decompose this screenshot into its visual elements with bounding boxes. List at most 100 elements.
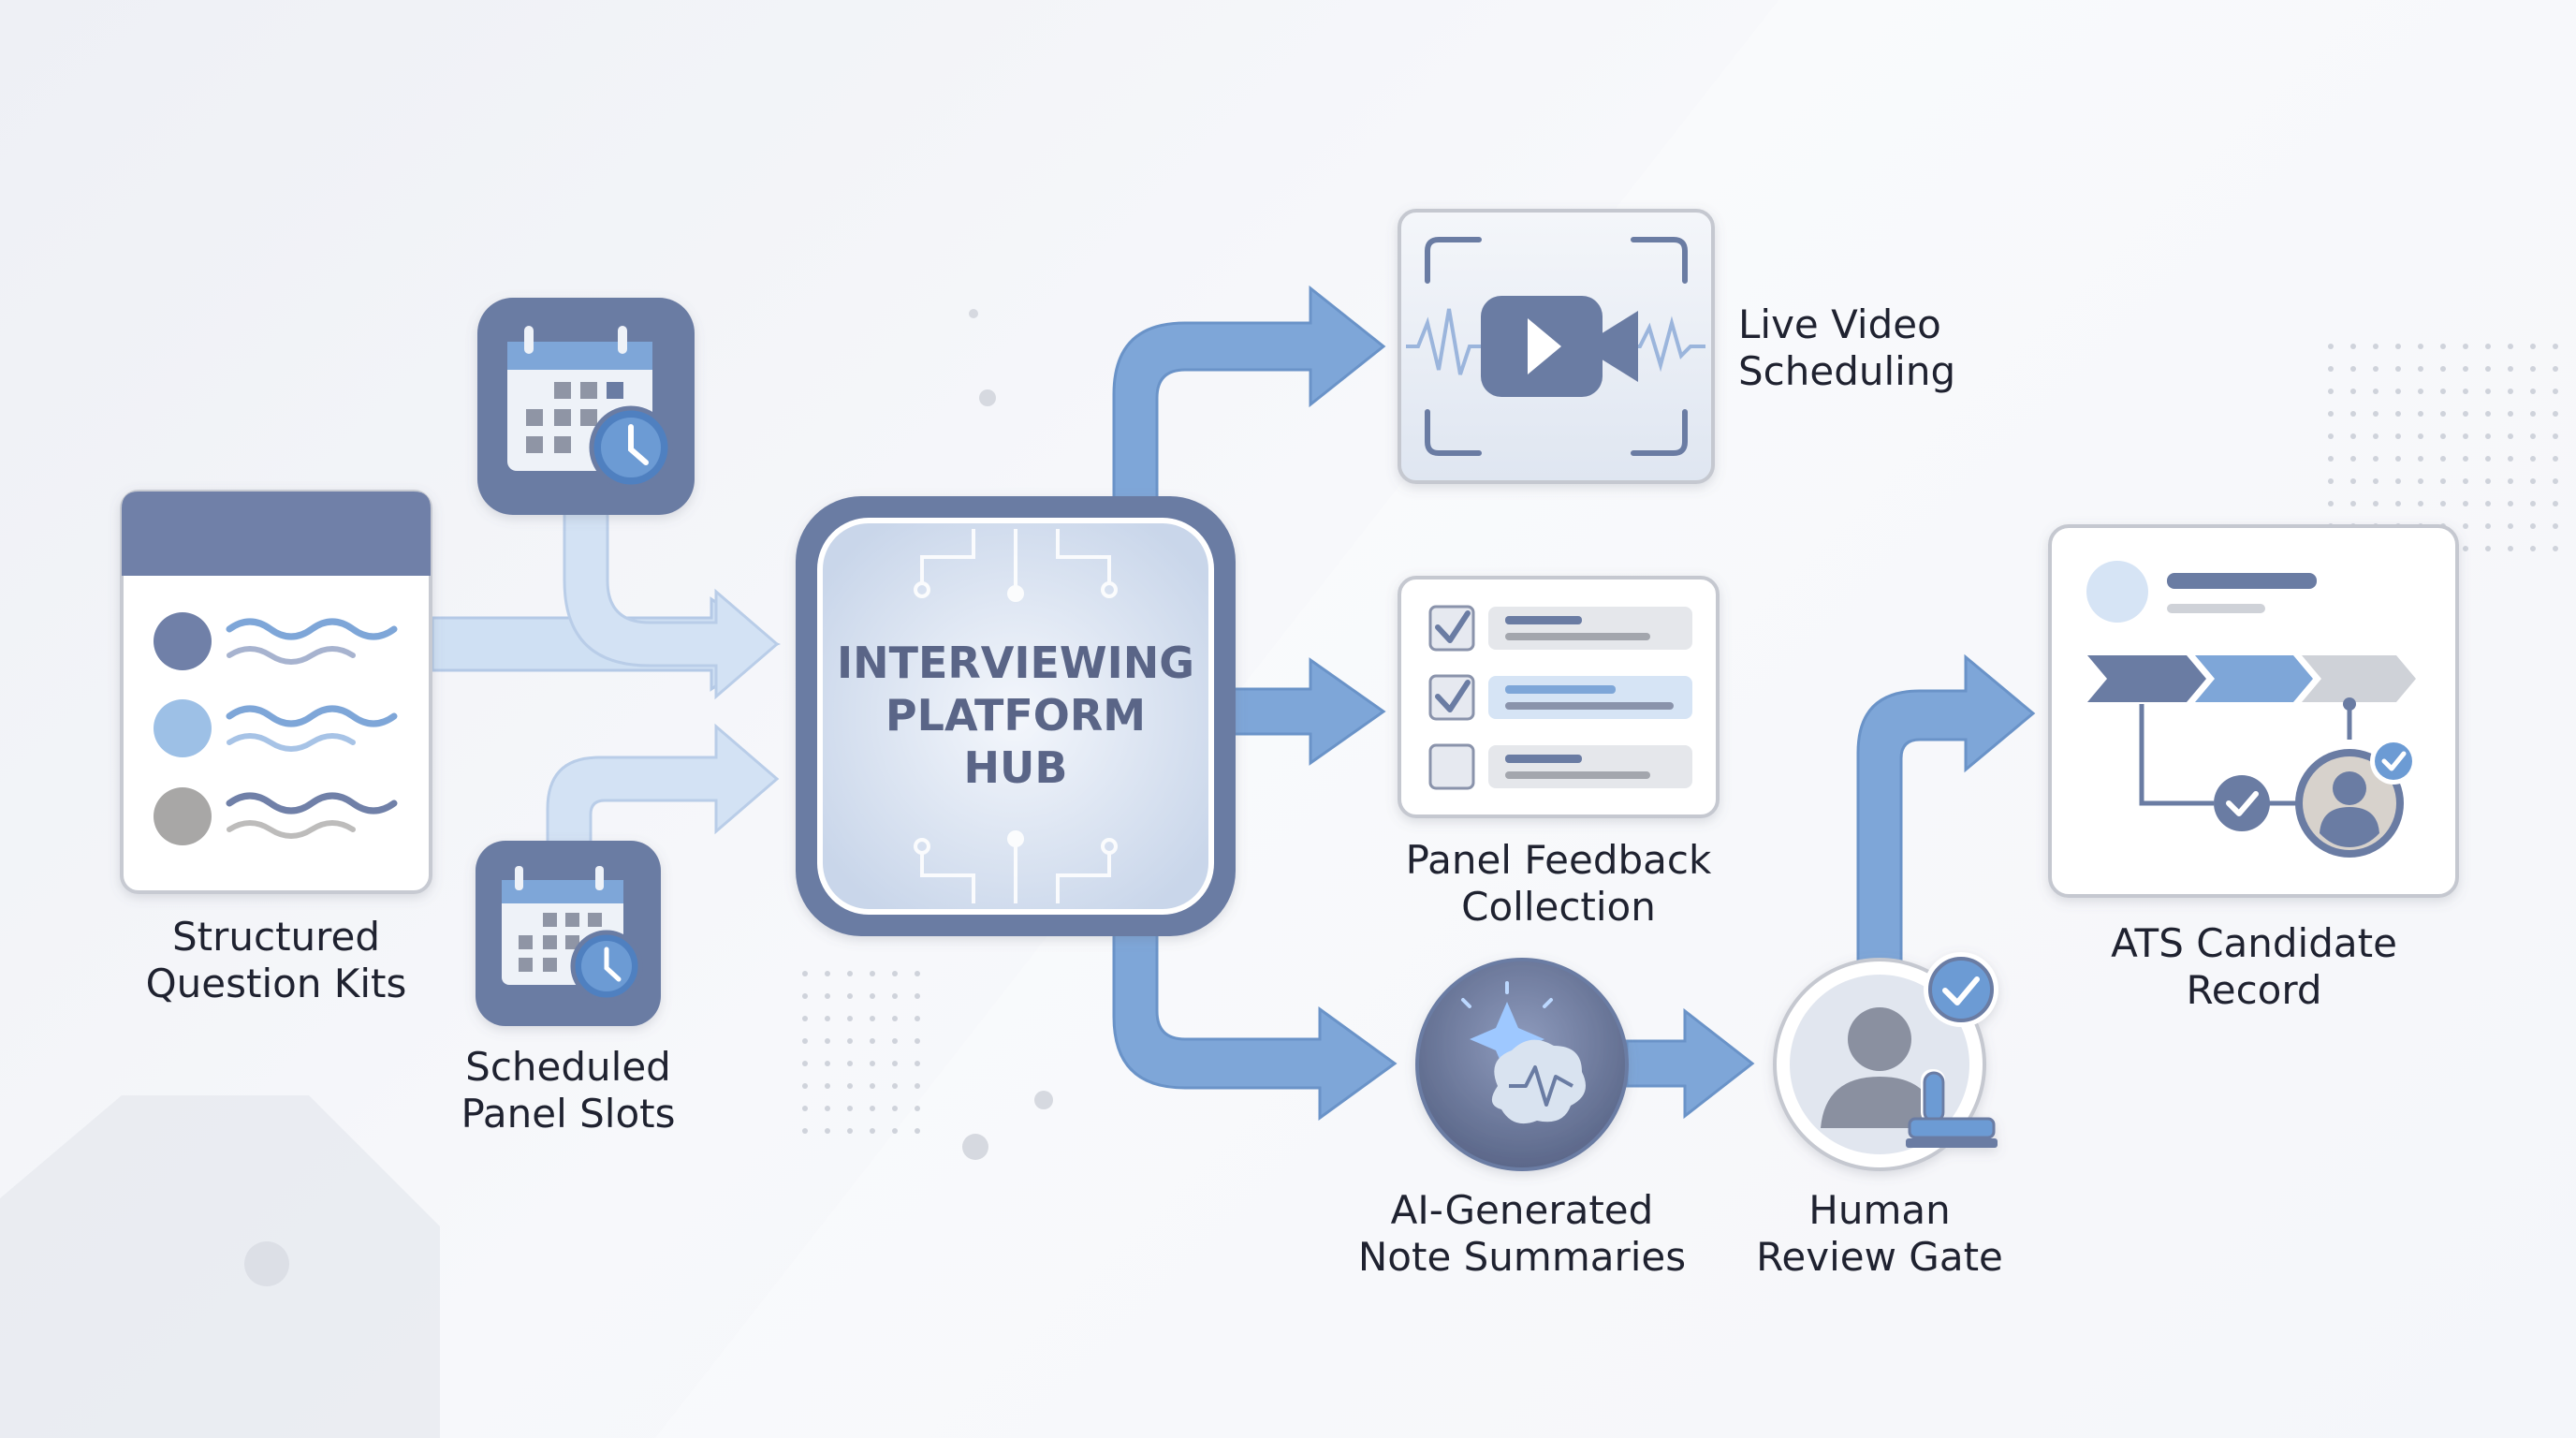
decor-dot [2395, 433, 2401, 439]
decor-dot [2553, 389, 2558, 394]
scheduled-panel-slots-label: Scheduled Panel Slots [428, 1044, 709, 1137]
decor-dot [915, 1128, 920, 1134]
label-line: Live Video [1738, 301, 1941, 347]
panel-feedback-collection-label: Panel Feedback Collection [1371, 837, 1746, 931]
decor-dot [870, 1038, 875, 1044]
decor-dot [2328, 389, 2334, 394]
decor-dot [2530, 411, 2536, 417]
reviewer-stamp-icon [1773, 952, 1998, 1171]
decor-dot [892, 993, 898, 999]
arrow-ai-to-review [1625, 1007, 1755, 1120]
decor-dot [2395, 456, 2401, 462]
decor-dot [915, 1016, 920, 1021]
decor-dot [2463, 501, 2468, 506]
decor-dot [870, 1061, 875, 1066]
label-line: Panel Feedback [1405, 837, 1712, 883]
decor-dot [825, 1038, 830, 1044]
decor-dot [870, 1106, 875, 1111]
label-line: Question Kits [145, 961, 407, 1006]
decor-dot [2530, 456, 2536, 462]
decor-dot [825, 971, 830, 976]
decor-dot [2553, 501, 2558, 506]
decor-dot [2485, 456, 2491, 462]
decor-dot [802, 993, 808, 999]
decor-dot [2463, 411, 2468, 417]
decor-dot [2530, 389, 2536, 394]
decor-dot [2553, 366, 2558, 372]
decor-dot [847, 971, 853, 976]
decor-dot [2508, 389, 2513, 394]
label-line: AI-Generated [1390, 1187, 1654, 1233]
decor-dot [870, 971, 875, 976]
decor-dot [2440, 366, 2446, 372]
decor-dot [2485, 366, 2491, 372]
decor-dot [802, 1038, 808, 1044]
decor-dot [2553, 478, 2558, 484]
label-line: Scheduling [1738, 348, 1956, 394]
decor-dot [847, 1106, 853, 1111]
decor-dot [2463, 344, 2468, 349]
decor-dot [802, 971, 808, 976]
decor-dot [892, 1083, 898, 1089]
pipeline-record-icon [2048, 524, 2459, 898]
decor-dot [2463, 478, 2468, 484]
label-line: Structured [171, 914, 381, 960]
decor-dot [2395, 478, 2401, 484]
decor-dot [2395, 389, 2401, 394]
decor-dot [2485, 344, 2491, 349]
decor-dot [2485, 501, 2491, 506]
hub-title-line-3: HUB [963, 742, 1068, 793]
decor-dot [2530, 501, 2536, 506]
live-video-scheduling-label: Live Video Scheduling [1738, 301, 2019, 395]
decor-dot [2463, 523, 2468, 529]
decor-dot [2440, 433, 2446, 439]
decor-dot [892, 1038, 898, 1044]
decor-dot [2373, 501, 2378, 506]
decor-dot [2508, 478, 2513, 484]
decor-dot [847, 1038, 853, 1044]
structured-question-kits-label: Structured Question Kits [126, 914, 426, 1007]
decor-dot [2328, 411, 2334, 417]
decor-dot [2508, 344, 2513, 349]
decor-dot [2418, 411, 2423, 417]
decor-dot [2485, 433, 2491, 439]
decor-dot [2508, 501, 2513, 506]
decor-dot [2418, 366, 2423, 372]
decor-dot [2395, 366, 2401, 372]
decor-dot [847, 1128, 853, 1134]
hub-title-line-2: PLATFORM [885, 690, 1147, 741]
live-video-card [1398, 209, 1715, 484]
decor-dot [2395, 501, 2401, 506]
decor-dot [2485, 546, 2491, 551]
decor-dot [847, 993, 853, 999]
decor-dot [2350, 411, 2356, 417]
checklist-icon [1398, 576, 1720, 818]
decor-dot [2508, 366, 2513, 372]
arrow-hub-to-feedback [1224, 657, 1386, 766]
decor-dot [2395, 411, 2401, 417]
decor-dot [2350, 456, 2356, 462]
decor-dot [2373, 344, 2378, 349]
human-review-gate-label: Human Review Gate [1739, 1187, 2020, 1281]
decor-dot [2530, 478, 2536, 484]
decor-dot [892, 1106, 898, 1111]
decor-dot [2328, 344, 2334, 349]
decor-dot [2373, 389, 2378, 394]
ai-brain-icon [1415, 958, 1629, 1171]
decor-dot [2508, 523, 2513, 529]
decor-dot [2395, 344, 2401, 349]
arrow-slots-to-hub [546, 723, 780, 844]
decor-dot [2440, 501, 2446, 506]
decor-dot [2328, 478, 2334, 484]
decor-dot [2485, 478, 2491, 484]
decor-dot [2485, 411, 2491, 417]
label-line: Panel Slots [461, 1091, 676, 1137]
decor-dot [870, 1083, 875, 1089]
label-line: Record [2186, 967, 2322, 1013]
calendar-clock-icon-small [476, 841, 661, 1026]
decor-dot [2530, 546, 2536, 551]
decor-dot [2440, 456, 2446, 462]
decor-dot [2350, 344, 2356, 349]
label-line: ATS Candidate [2111, 920, 2397, 966]
decor-dot [825, 1128, 830, 1134]
